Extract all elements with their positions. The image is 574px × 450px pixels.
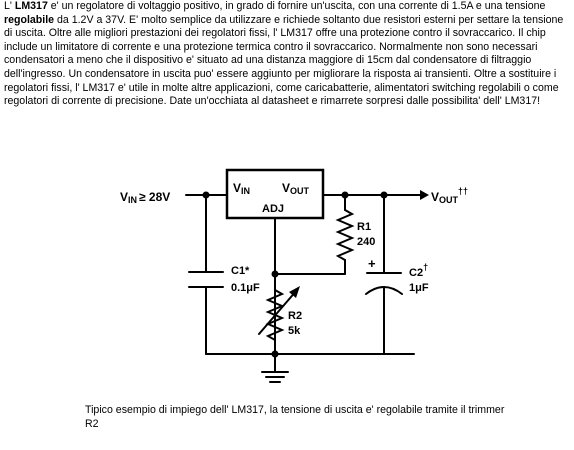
junction-dot xyxy=(271,350,279,358)
chip-vout-label: VOUT xyxy=(282,181,310,196)
vout-label: VOUT†† xyxy=(431,186,468,205)
c2-name: C2† xyxy=(409,262,428,279)
vin-label: VIN≥ 28V xyxy=(120,190,170,205)
article-part-2: e' un regolatore di voltaggio positivo, … xyxy=(47,0,546,12)
article-text: L' LM317 e' un regolatore di voltaggio p… xyxy=(4,0,566,109)
r1-resistor xyxy=(335,209,355,261)
r1-value: 240 xyxy=(357,236,375,248)
r2-value: 5k xyxy=(288,325,301,337)
article-chip-name: LM317 xyxy=(14,0,48,12)
article-keyword: regolabile xyxy=(4,13,55,26)
chip-vin-label: VIN xyxy=(233,181,250,196)
junction-dot xyxy=(341,191,349,199)
figure-caption: Tipico esempio di impiego dell' LM317, l… xyxy=(85,404,505,430)
chip-adj-label: ADJ xyxy=(262,203,284,215)
output-arrow-icon xyxy=(420,190,429,200)
r1-name: R1 xyxy=(357,221,371,233)
junction-dot xyxy=(380,191,388,199)
c1-name: C1* xyxy=(231,265,250,277)
article-part-3: da 1.2V a 37V. E' molto semplice da util… xyxy=(4,13,564,108)
r2-arrow-head xyxy=(289,286,300,298)
junction-dot xyxy=(271,270,279,278)
c2-plus: + xyxy=(368,256,376,271)
r2-name: R2 xyxy=(288,310,302,322)
article-part-1: L' xyxy=(4,0,15,12)
r2-arrow-shaft xyxy=(258,289,298,335)
junction-dot xyxy=(202,191,210,199)
c1-value: 0.1μF xyxy=(231,282,260,294)
c2-value: 1μF xyxy=(409,282,429,294)
